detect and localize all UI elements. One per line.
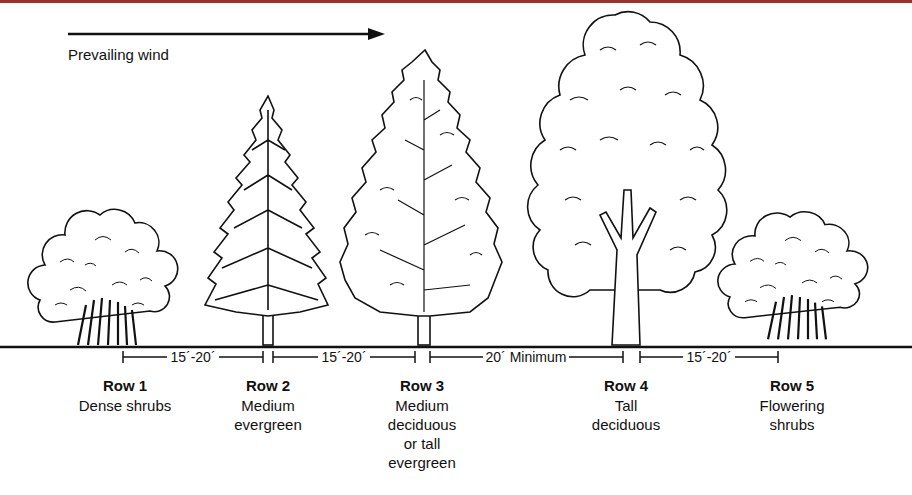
row-description: Flowering shrubs bbox=[747, 396, 837, 434]
row-number: Row 5 bbox=[732, 376, 852, 395]
row-number: Row 3 bbox=[362, 376, 482, 395]
medium-evergreen bbox=[205, 96, 328, 345]
row-description: Dense shrubs bbox=[65, 396, 185, 415]
spacing-dimension: 20´ Minimum bbox=[483, 349, 570, 365]
ground-line bbox=[0, 346, 912, 349]
row-description: Tall deciduous bbox=[585, 396, 667, 434]
dense-shrub bbox=[28, 209, 178, 345]
row-number: Row 2 bbox=[208, 376, 328, 395]
row-number: Row 1 bbox=[65, 376, 185, 395]
spacing-dimensions bbox=[123, 351, 778, 363]
medium-deciduous bbox=[340, 50, 502, 345]
row-number: Row 4 bbox=[566, 376, 686, 395]
flowering-shrub bbox=[718, 212, 868, 339]
wind-arrowhead bbox=[368, 28, 385, 40]
spacing-dimension: 15´-20´ bbox=[167, 349, 218, 365]
row-description: Medium deciduous or tall evergreen bbox=[381, 396, 463, 472]
spacing-dimension: 15´-20´ bbox=[318, 349, 369, 365]
spacing-dimension: 15´-20´ bbox=[683, 349, 734, 365]
wind-label: Prevailing wind bbox=[68, 45, 169, 64]
tall-deciduous bbox=[528, 12, 727, 345]
top-bar bbox=[0, 0, 912, 3]
wind-arrow bbox=[68, 33, 372, 36]
row-description: Medium evergreen bbox=[227, 396, 309, 434]
